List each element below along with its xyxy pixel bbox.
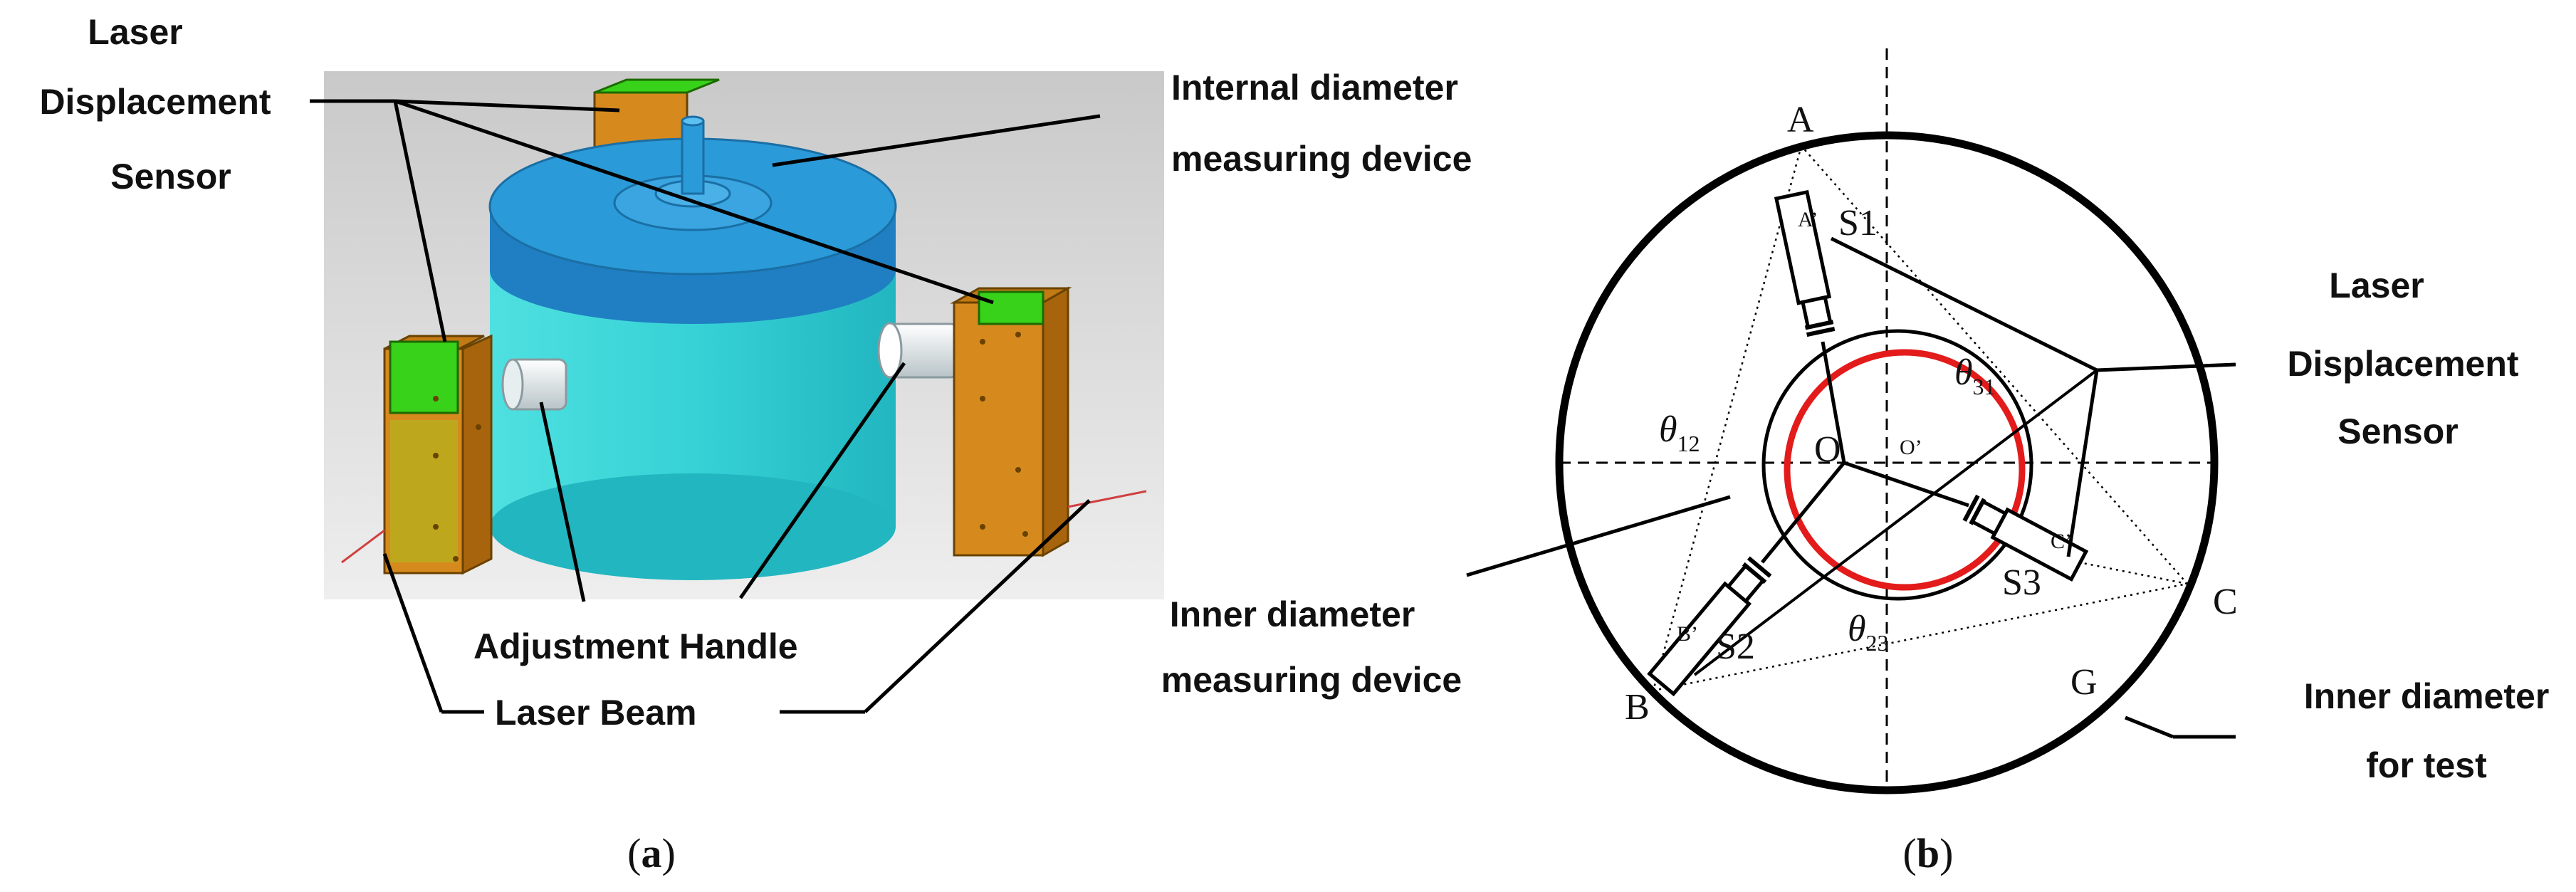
a-sensor-label-line2: Displacement xyxy=(39,82,271,122)
angle-theta-23-symbol: θ xyxy=(1848,609,1866,649)
angle-theta-12: θ12 xyxy=(1659,409,1700,456)
angle-theta-31: θ31 xyxy=(1954,352,1996,399)
sensor-s3-label: S3 xyxy=(2002,562,2041,603)
panel-a-leader-lines xyxy=(310,99,1101,714)
cylinder-device xyxy=(488,115,897,580)
caption-b-letter: b xyxy=(1917,830,1939,876)
measuring-device-black-ring xyxy=(1761,329,2033,601)
triangle-abc xyxy=(1652,144,2189,692)
a-sensor-label-line3: Sensor xyxy=(110,157,231,196)
point-o: O xyxy=(1814,429,1841,470)
b-test-label-line2: for test xyxy=(2366,745,2487,785)
point-b: B xyxy=(1625,687,1650,728)
a-handle-label: Adjustment Handle xyxy=(473,626,798,666)
sensor-center-lines xyxy=(1693,341,2098,676)
sensor-s2-label: S2 xyxy=(1716,626,1755,667)
point-c-prime: C’ xyxy=(2051,530,2072,553)
b-test-label-line1: Inner diameter xyxy=(2304,676,2550,716)
point-a: A xyxy=(1787,100,1814,140)
b-sensor-label-line1: Laser xyxy=(2329,266,2424,305)
sensor-s3 xyxy=(1962,494,2089,582)
point-o-prime: O’ xyxy=(1900,436,1922,459)
a-sensor-label-line1: Laser xyxy=(88,12,182,52)
angle-theta-12-sub: 12 xyxy=(1677,431,1700,456)
adjustment-handles xyxy=(501,322,959,411)
caption-a: (a) xyxy=(627,830,676,876)
b-sensor-label-line2: Displacement xyxy=(2287,344,2518,384)
point-c: C xyxy=(2213,582,2238,622)
sensor-s2 xyxy=(1647,556,1772,697)
sensor-s1 xyxy=(1774,189,1836,337)
caption-b-open: ( xyxy=(1903,830,1917,876)
angle-theta-23-sub: 23 xyxy=(1866,630,1889,656)
a-device-label-line2: measuring device xyxy=(1171,139,1472,179)
left-sensor xyxy=(383,334,493,575)
b-sensor-label-line3: Sensor xyxy=(2337,411,2459,451)
a-beam-label: Laser Beam xyxy=(495,693,697,733)
angle-theta-23: θ23 xyxy=(1848,609,1889,656)
sensor-s1-label: S1 xyxy=(1838,203,1878,243)
caption-b: (b) xyxy=(1903,830,1954,876)
right-sensor xyxy=(950,286,1072,557)
point-a-prime: A’ xyxy=(1798,208,1818,231)
angle-theta-12-symbol: θ xyxy=(1659,409,1677,450)
caption-a-close: ) xyxy=(662,830,676,876)
caption-b-close: ) xyxy=(1939,830,1953,876)
panel-b-leader-lines xyxy=(1466,236,2236,739)
panel-a: Laser Displacement Sensor Internal diame… xyxy=(39,12,1472,876)
b-inner-device-label-line1: Inner diameter xyxy=(1170,594,1415,634)
b-inner-device-label-line2: measuring device xyxy=(1161,660,1462,700)
caption-a-open: ( xyxy=(627,830,641,876)
caption-a-letter: a xyxy=(642,830,662,876)
panel-b: A B C G O O’ A’ B’ C’ S1 S2 S3 θ12 θ23 θ… xyxy=(1161,48,2549,876)
a-device-label-line1: Internal diameter xyxy=(1171,68,1458,107)
angle-theta-31-symbol: θ xyxy=(1954,352,1973,393)
laser-beams xyxy=(341,490,1147,564)
measuring-device-red-ring xyxy=(1784,349,2026,591)
angle-theta-31-sub: 31 xyxy=(1973,374,1996,399)
point-g: G xyxy=(2070,662,2098,703)
point-b-prime: B’ xyxy=(1677,622,1698,646)
